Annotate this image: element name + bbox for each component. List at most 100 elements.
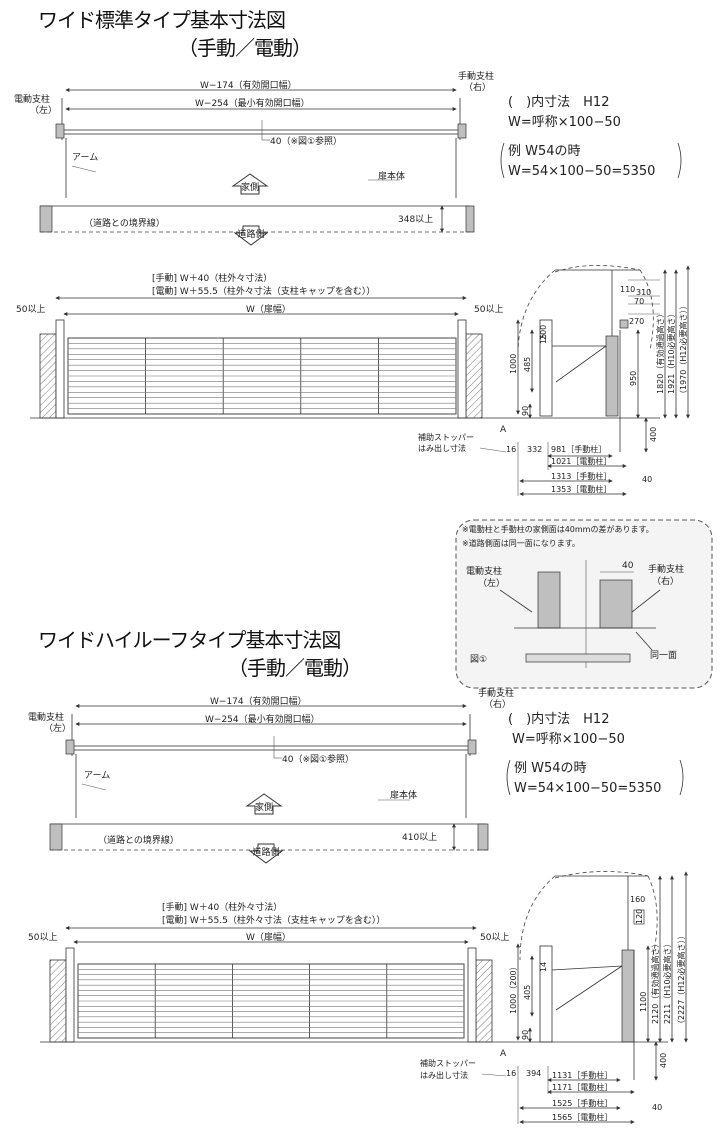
detail-note-2: ※道路側面は同一面になります。 xyxy=(462,538,580,548)
high-arm: アーム xyxy=(84,770,110,781)
std-d1000: 1000 xyxy=(509,354,518,374)
std-d200: 200 xyxy=(539,325,548,340)
std-d15: 15 xyxy=(539,334,548,344)
detail-left: 電動支柱 xyxy=(466,565,502,577)
high-left-post-side: （左） xyxy=(44,722,71,734)
high-notes: ( )内寸法 H12 W=呼称×100−50 例 W54の時 W=54×100−… xyxy=(506,711,684,796)
std-right-post-side: （右） xyxy=(464,81,491,93)
std-elevation-view: [手動] W＋40（柱外々寸法） [電動] W＋55.5（柱外々寸法（支柱キャッ… xyxy=(16,272,503,419)
std-d270: 270 xyxy=(629,317,644,326)
std-house: 家側 xyxy=(241,181,259,193)
high-d160: 160 xyxy=(630,895,645,904)
std-note-1: ( )内寸法 H12 xyxy=(508,94,609,110)
std-a: A xyxy=(500,425,507,435)
high-eff-open: W−174（有効開口幅） xyxy=(210,695,307,707)
detail-left-side: （左） xyxy=(478,577,505,589)
detail-same: 同一面 xyxy=(650,650,677,661)
high-min-open: W−254（最小有効開口幅） xyxy=(205,713,320,725)
high-r4: 1565［電動柱］ xyxy=(552,1112,612,1122)
high-note-3: 例 W54の時 xyxy=(514,761,587,776)
detail-d40: 40 xyxy=(622,561,634,571)
high-title: ワイドハイルーフタイプ基本寸法図 xyxy=(38,628,341,652)
std-r3: 1313［手動柱］ xyxy=(551,471,611,481)
std-r1: 981［手動柱］ xyxy=(551,444,606,454)
high-note-1: ( )内寸法 H12 xyxy=(508,711,609,727)
high-d40: 40 xyxy=(652,1103,662,1112)
std-d400: 400 xyxy=(649,427,658,442)
high-r2: 1171［電動柱］ xyxy=(552,1082,612,1092)
high-elev-left50: 50以上 xyxy=(28,932,57,943)
std-d1970: （1970（H12必要高さ）） xyxy=(678,301,688,398)
std-d90: 90 xyxy=(521,406,530,416)
std-d40: 40 xyxy=(642,475,652,484)
high-d2227: （2227（H12必要高さ）） xyxy=(676,931,686,1028)
std-min-open: W−254（最小有効開口幅） xyxy=(195,97,310,109)
detail-right: 手動支柱 xyxy=(648,563,684,575)
high-d90: 90 xyxy=(521,1030,530,1040)
std-d70: 70 xyxy=(634,297,644,306)
std-d950: 950 xyxy=(629,371,638,386)
std-side-view: 110 310 70 270 200 1000 485 15 950 1820（… xyxy=(418,265,690,496)
high-d394: 394 xyxy=(526,1069,541,1078)
std-body: 扉本体 xyxy=(378,170,405,182)
std-r4: 1353［電動柱］ xyxy=(551,484,611,494)
high-d2120: 2120（有効通過高さ） xyxy=(650,940,660,1024)
detail-note-1: ※電動柱と手動柱の家側面は40mmの差があります。 xyxy=(462,524,654,534)
std-right-post-label: 手動支柱 xyxy=(458,70,494,82)
high-road: 道路側 xyxy=(252,846,279,858)
std-d1820: 1820（有効通過高さ） xyxy=(655,310,665,394)
high-plan-view: 電動支柱 （左） 手動支柱 （右） W−174（有効開口幅） W−254（最小有… xyxy=(28,687,514,864)
std-ref-40: 40（※図①参照） xyxy=(270,135,342,147)
std-d1921: 1921（H10必要高さ） xyxy=(666,309,676,394)
std-stopper2: はみ出し寸法 xyxy=(418,443,466,453)
high-elev-manual: [手動] W＋40（柱外々寸法） xyxy=(162,901,282,913)
high-elev-width: W（扉幅） xyxy=(246,931,291,943)
high-d405: 405 xyxy=(523,985,532,1000)
std-elev-left50: 50以上 xyxy=(16,304,45,315)
high-stopper2: はみ出し寸法 xyxy=(420,1070,468,1080)
high-d120: 120 xyxy=(635,909,644,924)
high-side-view: 160 120 1000（200） 405 14 1100 2120（有効通過高… xyxy=(420,871,688,1124)
std-elev-width: W（扉幅） xyxy=(246,303,291,315)
detail-right-side: （右） xyxy=(652,575,679,587)
std-d310: 310 xyxy=(636,288,651,297)
high-clearance: 410以上 xyxy=(402,832,437,843)
high-r3: 1525［手動柱］ xyxy=(552,1098,612,1108)
std-elev-right50: 50以上 xyxy=(474,304,503,315)
std-plan-view: 電動支柱 （左） 手動支柱 （右） W−174（有効開口幅） W−254（最小有… xyxy=(14,70,494,246)
high-d1000: 1000（200） xyxy=(509,962,518,1014)
std-arm: アーム xyxy=(72,152,98,163)
high-body: 扉本体 xyxy=(390,789,417,801)
std-d110: 110 xyxy=(620,285,635,294)
std-stopper1: 補助ストッパー xyxy=(418,432,474,442)
high-boundary: （道路との境界線） xyxy=(98,834,179,846)
high-elevation-view: [手動] W＋40（柱外々寸法） [電動] W＋55.5（柱外々寸法（支柱キャッ… xyxy=(28,901,509,1043)
std-elev-manual: [手動] W＋40（柱外々寸法） xyxy=(152,272,272,284)
high-d400: 400 xyxy=(659,1053,668,1068)
std-note-2: W=呼称×100−50 xyxy=(508,115,621,130)
std-d485: 485 xyxy=(523,357,532,372)
high-d2211: 2211（H10必要高さ） xyxy=(662,939,672,1024)
high-elev-electric: [電動] W＋55.5（柱外々寸法（支柱キャップを含む）） xyxy=(162,914,385,926)
high-a: A xyxy=(500,1049,507,1059)
std-eff-open: W−174（有効開口幅） xyxy=(200,79,297,91)
std-elev-electric: [電動] W＋55.5（柱外々寸法（支柱キャップを含む）） xyxy=(152,285,375,297)
std-notes: ( )内寸法 H12 W=呼称×100−50 例 W54の時 W=54×100−… xyxy=(500,94,682,179)
high-elev-right50: 50以上 xyxy=(480,932,509,943)
std-left-post-label: 電動支柱 xyxy=(14,93,50,105)
high-right-post-label: 手動支柱 xyxy=(478,687,514,699)
detail-figure: ※電動柱と手動柱の家側面は40mmの差があります。 ※道路側面は同一面になります… xyxy=(455,519,713,689)
std-d332: 332 xyxy=(527,445,542,454)
high-house: 家側 xyxy=(255,801,273,813)
std-clearance: 348以上 xyxy=(398,214,433,225)
std-boundary: （道路との境界線） xyxy=(84,217,165,229)
high-d14: 14 xyxy=(539,962,548,972)
high-left-post-label: 電動支柱 xyxy=(28,711,64,723)
high-note-4: W=54×100−50=5350 xyxy=(514,781,661,796)
high-ref-40: 40（※図①参照） xyxy=(282,753,354,765)
high-stopper1: 補助ストッパー xyxy=(420,1058,476,1068)
std-left-post-side: （左） xyxy=(30,104,57,116)
detail-fig: 図① xyxy=(470,654,487,665)
std-title: ワイド標準タイプ基本寸法図 xyxy=(38,8,286,32)
